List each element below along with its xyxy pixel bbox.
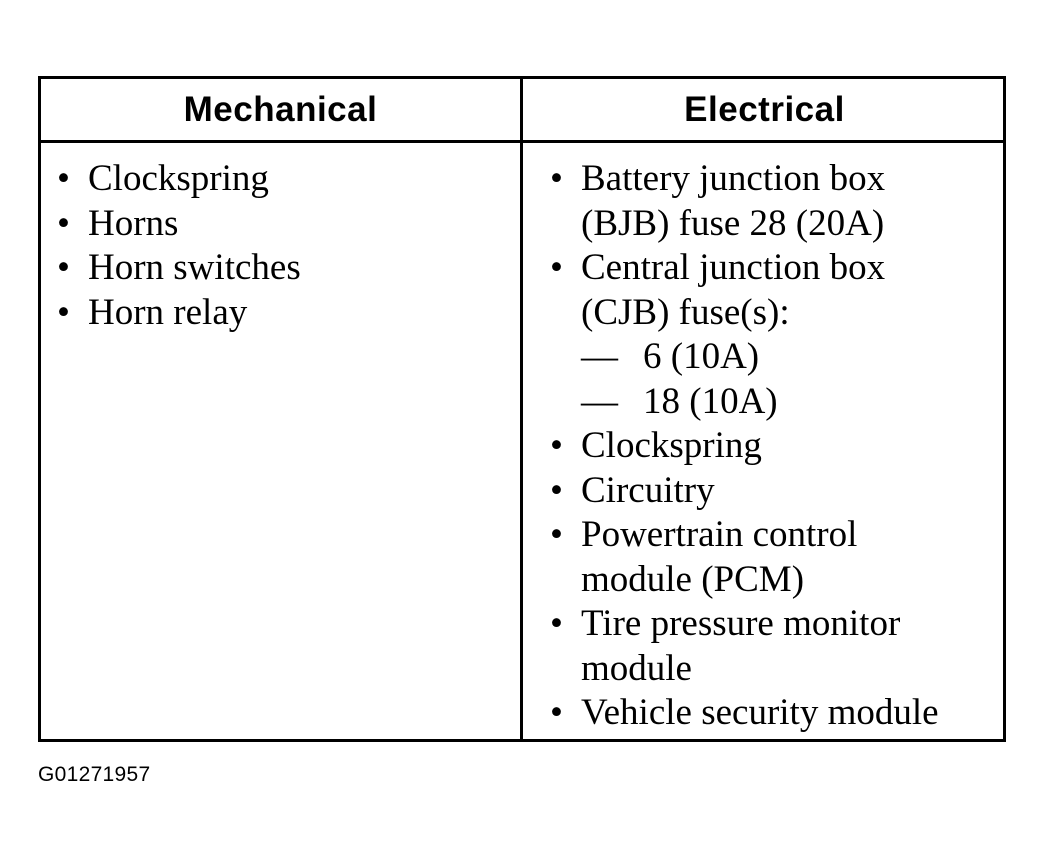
list-item: • Battery junction box(BJB) fuse 28 (20A) (544, 157, 1004, 246)
list-item-text: module (581, 647, 692, 689)
list-item: • Circuitry (544, 469, 1004, 514)
list-item-text: Clockspring (88, 158, 269, 199)
bullet-icon: • (550, 514, 563, 555)
list-item: •Central junction box(CJB) fuse(s):—6 (1… (544, 246, 1004, 424)
list-item-text: Horns (88, 202, 179, 244)
list-item: • Horns (51, 202, 511, 247)
sub-item: — 6 (10A) (581, 335, 1004, 380)
bullet-icon: • (57, 202, 70, 244)
dash-icon: — (581, 336, 618, 377)
column-divider (520, 79, 523, 739)
bullet-icon: • (550, 158, 563, 199)
list-item-text: Horn relay (88, 291, 248, 333)
bullet-icon: • (550, 469, 563, 511)
list-item-text: Tire pressure monitor (581, 603, 901, 644)
list-item-text: (BJB) fuse 28 (20A) (581, 202, 885, 244)
list-item-text: Clockspring (581, 425, 762, 466)
sub-item-text: 18 (10A) (643, 380, 778, 422)
bullet-icon: • (57, 247, 70, 288)
list-item: • Horn relay (51, 291, 511, 336)
sub-item: — 18 (10A) (581, 380, 1004, 425)
bullet-icon: • (57, 158, 70, 199)
list-item: • Horn switches (51, 246, 511, 291)
list-item: • Vehicle security module (544, 691, 1004, 736)
list-item-text: Powertrain control (581, 514, 858, 555)
list-item-text: module (PCM) (581, 558, 805, 600)
list-item: • Clockspring (544, 424, 1004, 469)
list-item-text: Horn switches (88, 247, 301, 288)
bullet-icon: • (550, 692, 563, 733)
column-header-mechanical: Mechanical (183, 89, 378, 129)
mechanical-list: • Clockspring • Horns • Horn switches • Horn re… (51, 157, 511, 335)
list-item-text: Battery junction box (581, 158, 886, 199)
figure-id: G01271957 (38, 763, 151, 786)
bullet-icon: • (550, 247, 563, 288)
electrical-list: • Battery junction box(BJB) fuse 28 (20A)… (544, 157, 1004, 736)
sub-item-text: 6 (10A) (643, 336, 760, 377)
bullet-icon: • (550, 603, 563, 644)
dash-icon: — (581, 380, 618, 422)
inspection-table: Mechanical Electrical • Clockspring • Horns… (38, 76, 1006, 742)
column-header-electrical: Electrical (684, 89, 845, 129)
bullet-icon: • (550, 425, 563, 466)
list-item-text: Vehicle security module (581, 692, 939, 733)
list-item-text: Central junction box (581, 247, 886, 288)
header-rule (41, 140, 1003, 143)
list-item-text: (CJB) fuse(s): (581, 291, 790, 333)
bullet-icon: • (57, 291, 70, 333)
list-item: • Clockspring (51, 157, 511, 202)
list-item-text: Circuitry (581, 469, 715, 511)
